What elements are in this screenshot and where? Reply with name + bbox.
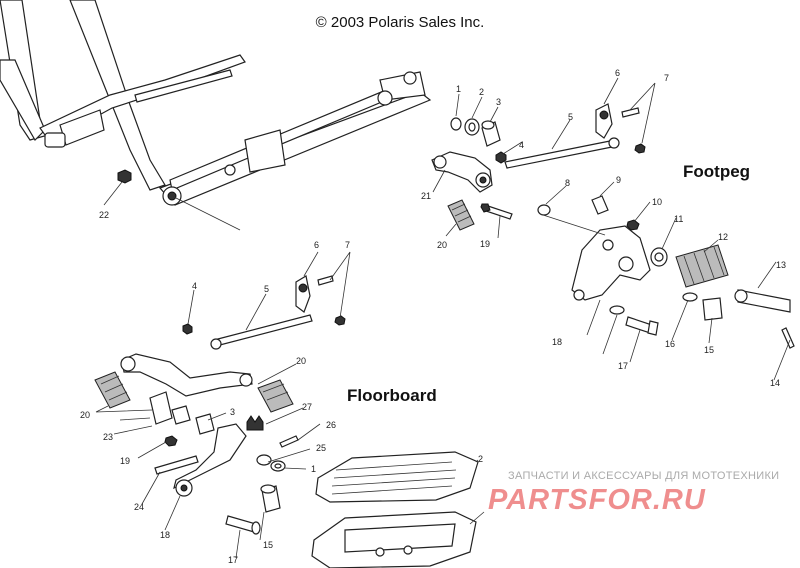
floorboard-assembly: [94, 251, 485, 568]
watermark-logo: PARTSFOR.RU: [488, 484, 706, 516]
callout-floor-20a: 20: [80, 410, 90, 420]
callout-footpeg-7: 7: [664, 73, 669, 83]
callout-numbers: 22 1 2 3 4 5 6 7 8 9 10 11 12 13 14 15 1…: [80, 68, 786, 565]
callout-floor-6: 6: [314, 240, 319, 250]
callout-22: 22: [99, 210, 109, 220]
callout-floor-15: 15: [263, 540, 273, 550]
callout-footpeg-19: 19: [480, 239, 490, 249]
watermark-tagline: ЗАПЧАСТИ И АКСЕССУАРЫ ДЛЯ МОТОТЕХНИКИ: [508, 470, 780, 482]
footpeg-heading: Footpeg: [683, 162, 751, 181]
callout-footpeg-13: 13: [776, 260, 786, 270]
frame-assembly: [0, 0, 432, 231]
callout-floor-24: 24: [134, 502, 144, 512]
callout-floor-2: 2: [478, 454, 483, 464]
callout-footpeg-15: 15: [704, 345, 714, 355]
callout-footpeg-16: 16: [665, 339, 675, 349]
floorboard-heading: Floorboard: [347, 386, 437, 405]
callout-footpeg-2: 2: [479, 87, 484, 97]
callout-footpeg-11: 11: [674, 214, 683, 224]
callout-floor-27: 27: [302, 402, 312, 412]
callout-floor-4: 4: [192, 281, 197, 291]
callout-floor-3: 3: [230, 407, 235, 417]
callout-floor-25: 25: [316, 443, 326, 453]
callout-floor-20b: 20: [296, 356, 306, 366]
callout-footpeg-3: 3: [496, 97, 501, 107]
callout-footpeg-17: 17: [618, 361, 628, 371]
copyright-notice: © 2003 Polaris Sales Inc.: [315, 14, 485, 31]
callout-footpeg-21: 21: [421, 191, 431, 201]
callout-floor-5: 5: [264, 284, 269, 294]
callout-footpeg-10: 10: [652, 197, 662, 207]
callout-floor-1: 1: [311, 464, 316, 474]
callout-footpeg-20: 20: [437, 240, 447, 250]
callout-footpeg-18: 18: [552, 337, 562, 347]
callout-footpeg-6: 6: [615, 68, 620, 78]
callout-footpeg-12: 12: [718, 232, 728, 242]
callout-footpeg-5: 5: [568, 112, 573, 122]
callout-footpeg-1: 1: [456, 84, 461, 94]
callout-floor-7: 7: [345, 240, 350, 250]
callout-footpeg-9: 9: [616, 175, 621, 185]
callout-footpeg-4: 4: [519, 140, 524, 150]
callout-floor-19: 19: [120, 456, 130, 466]
callout-floor-26: 26: [326, 420, 336, 430]
callout-floor-23: 23: [103, 432, 113, 442]
callout-floor-18: 18: [160, 530, 170, 540]
callout-floor-17: 17: [228, 555, 238, 565]
callout-footpeg-8: 8: [565, 178, 570, 188]
callout-footpeg-14: 14: [770, 378, 780, 388]
footpeg-assembly: [431, 77, 795, 381]
